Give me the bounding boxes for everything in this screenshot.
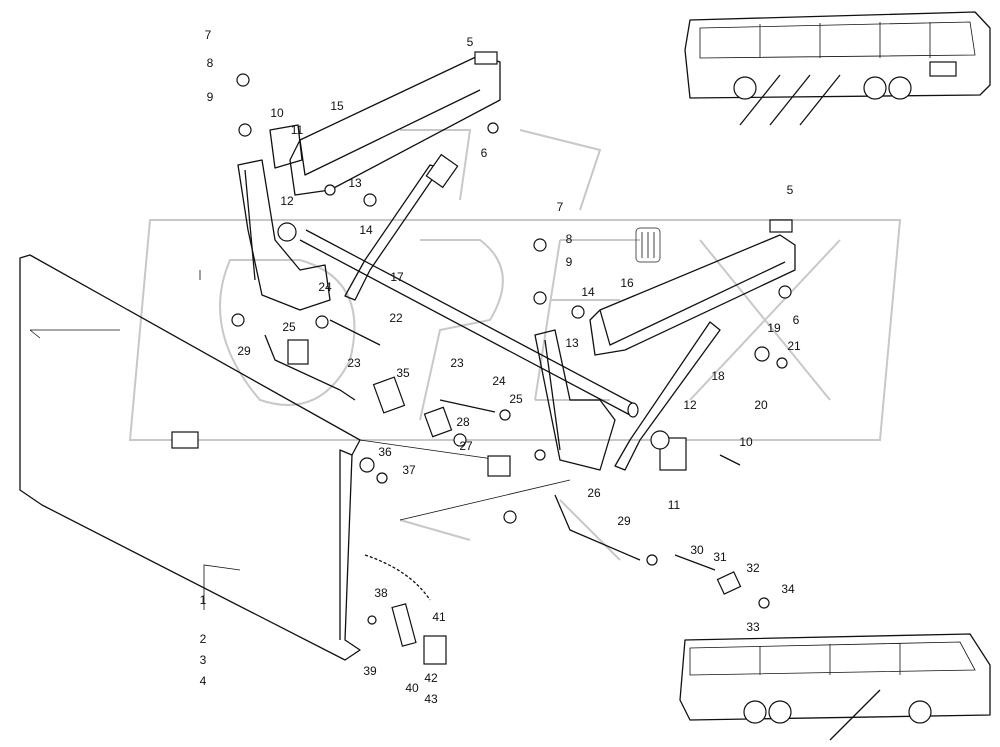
- part-callout-24: 24: [318, 280, 332, 294]
- part-callout-3: 3: [199, 653, 207, 667]
- part-callout-6: 6: [480, 146, 488, 160]
- part-callout-15: 15: [330, 99, 344, 113]
- flap-panel: [19, 254, 361, 661]
- part-callout-23: 23: [347, 356, 361, 370]
- part-callout-19: 19: [767, 321, 781, 335]
- cross-shaft: [299, 229, 639, 418]
- fasteners: [231, 73, 792, 625]
- left-hinge-arm: [237, 51, 501, 311]
- linkage-rods: [264, 334, 742, 665]
- part-callout-17: 17: [390, 270, 404, 284]
- part-callout-41: 41: [432, 610, 446, 624]
- part-callout-10: 10: [270, 106, 284, 120]
- bus-side-view-bottom: [679, 633, 991, 741]
- part-callout-7: 7: [204, 28, 212, 42]
- part-callout-14: 14: [359, 223, 373, 237]
- part-callout-40: 40: [405, 681, 419, 695]
- part-callout-18: 18: [711, 369, 725, 383]
- part-callout-39: 39: [363, 664, 377, 678]
- part-callout-11: 11: [667, 498, 681, 512]
- part-callout-13: 13: [348, 176, 362, 190]
- part-callout-13: 13: [565, 336, 579, 350]
- part-callout-26: 26: [587, 486, 601, 500]
- part-callout-5: 5: [466, 35, 474, 49]
- part-callout-11: 11: [290, 123, 304, 137]
- part-callout-34: 34: [781, 582, 795, 596]
- part-callout-8: 8: [565, 232, 573, 246]
- part-callout-16: 16: [620, 276, 634, 290]
- part-callout-43: 43: [424, 692, 438, 706]
- part-callout-28: 28: [456, 415, 470, 429]
- right-hinge-arm: [534, 219, 796, 471]
- part-callout-12: 12: [683, 398, 697, 412]
- bus-side-view-top: [684, 11, 991, 126]
- part-callout-22: 22: [389, 311, 403, 325]
- part-callout-29: 29: [237, 344, 251, 358]
- part-callout-30: 30: [690, 543, 704, 557]
- part-callout-38: 38: [374, 586, 388, 600]
- part-callout-35: 35: [396, 366, 410, 380]
- part-callout-14: 14: [581, 285, 595, 299]
- part-callout-12: 12: [280, 194, 294, 208]
- part-callout-9: 9: [206, 90, 214, 104]
- part-callout-42: 42: [424, 671, 438, 685]
- leader-lines: [199, 270, 241, 610]
- part-callout-10: 10: [739, 435, 753, 449]
- part-callout-29: 29: [617, 514, 631, 528]
- part-callout-23: 23: [450, 356, 464, 370]
- part-callout-2: 2: [199, 632, 207, 646]
- part-callout-7: 7: [556, 200, 564, 214]
- part-callout-37: 37: [402, 463, 416, 477]
- part-callout-36: 36: [378, 445, 392, 459]
- part-callout-27: 27: [459, 439, 473, 453]
- part-callout-9: 9: [565, 255, 573, 269]
- part-callout-6: 6: [792, 313, 800, 327]
- part-callout-33: 33: [746, 620, 760, 634]
- part-callout-20: 20: [754, 398, 768, 412]
- part-callout-25: 25: [282, 320, 296, 334]
- watermark-logo: [128, 129, 902, 561]
- part-callout-31: 31: [713, 550, 727, 564]
- part-callout-8: 8: [206, 56, 214, 70]
- part-callout-21: 21: [787, 339, 801, 353]
- part-callout-4: 4: [199, 674, 207, 688]
- part-callout-5: 5: [786, 183, 794, 197]
- part-callout-32: 32: [746, 561, 760, 575]
- part-callout-24: 24: [492, 374, 506, 388]
- part-callout-1: 1: [199, 593, 207, 607]
- part-callout-25: 25: [509, 392, 523, 406]
